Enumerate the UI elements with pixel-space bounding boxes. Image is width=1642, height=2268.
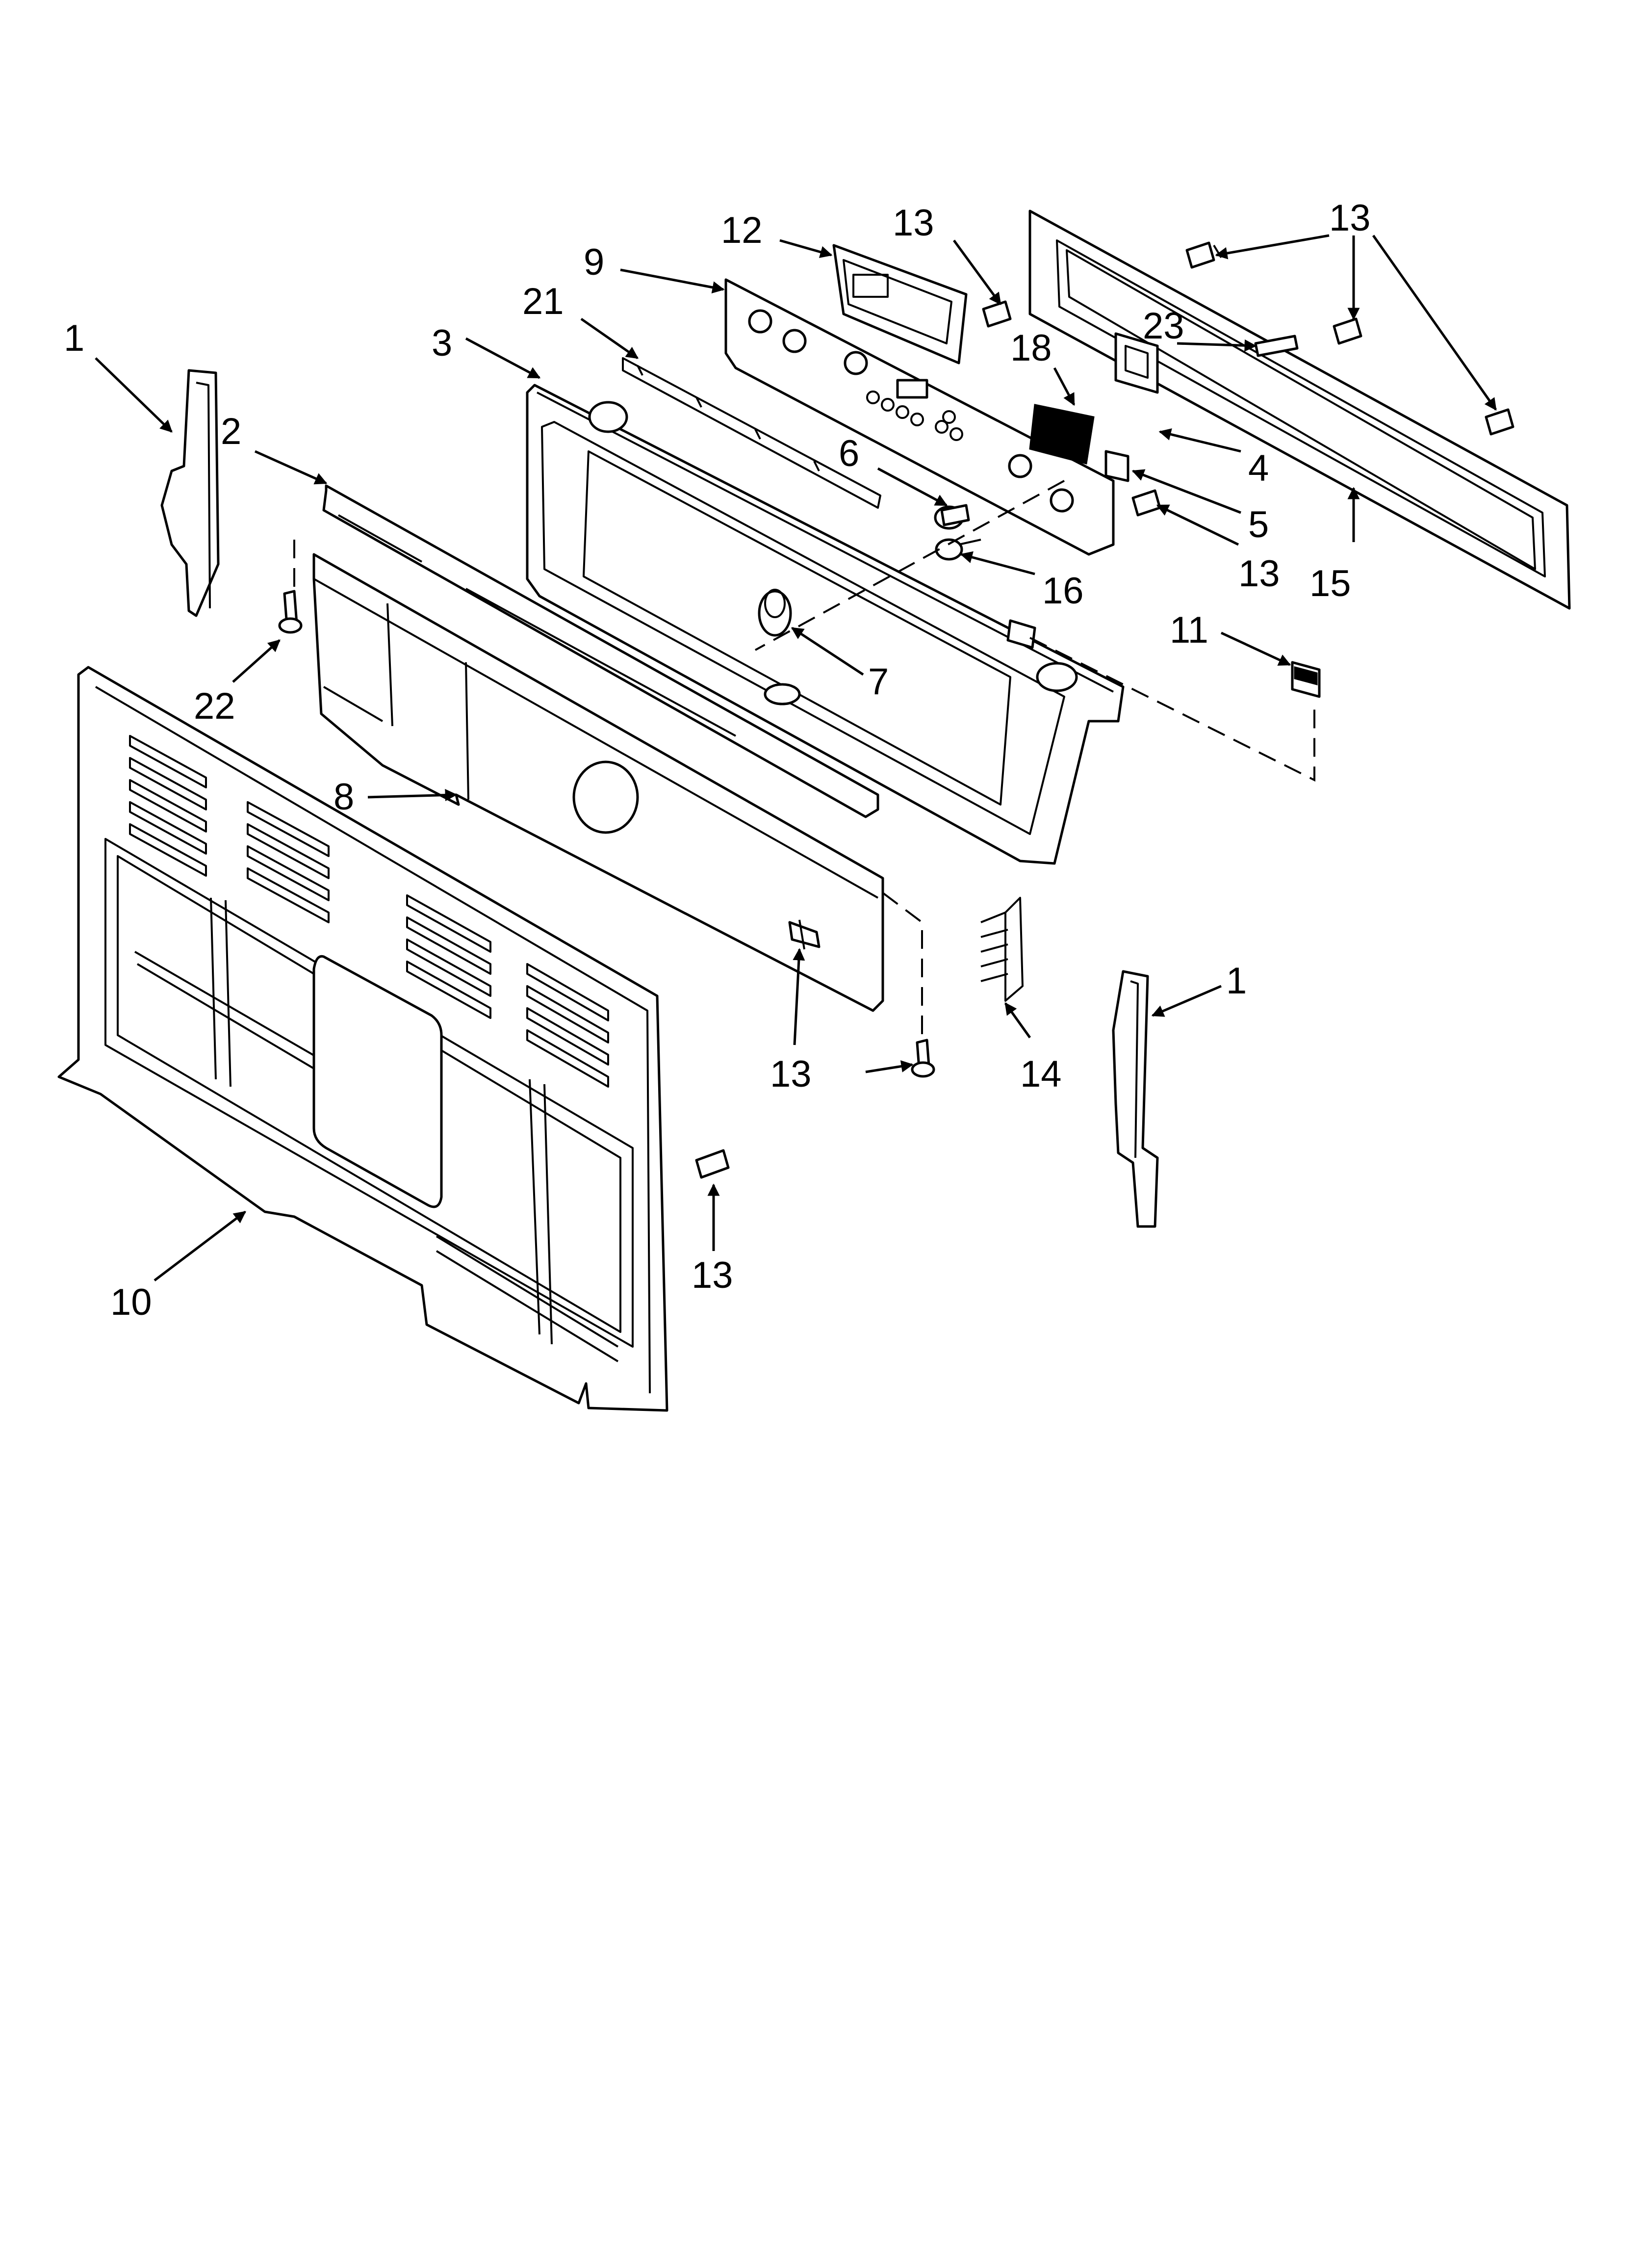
back-panel-10 xyxy=(57,666,668,1412)
callout-6: 6 xyxy=(839,433,859,474)
clip-23 xyxy=(1254,335,1299,357)
screw-13-top-2 xyxy=(1333,317,1362,345)
side-bracket-1-right xyxy=(1112,970,1159,1228)
callout-12: 12 xyxy=(721,209,763,251)
callout-16: 16 xyxy=(1042,570,1084,612)
callout-4: 4 xyxy=(1248,447,1269,489)
screw-13-board xyxy=(1131,489,1161,517)
callout-2: 2 xyxy=(221,411,241,452)
assembly-lines xyxy=(293,480,1315,1040)
callout-21: 21 xyxy=(522,281,564,322)
callout-13-panel: 13 xyxy=(893,202,934,244)
side-bracket-1-left xyxy=(160,369,220,617)
switch-4 xyxy=(1114,332,1159,394)
panel-board-9 xyxy=(724,278,1115,556)
trim-15 xyxy=(1028,209,1571,610)
callout-1-right: 1 xyxy=(1226,960,1247,1002)
screw-13-low xyxy=(911,1039,935,1078)
screw-13-mid xyxy=(788,919,821,950)
clock-display-12 xyxy=(832,244,968,365)
screw-16 xyxy=(935,538,981,561)
screw-22 xyxy=(278,590,303,634)
callout-5: 5 xyxy=(1248,504,1269,546)
callout-14: 14 xyxy=(1020,1053,1062,1095)
screw-13-top-3 xyxy=(1485,408,1514,436)
shaft-6 xyxy=(934,504,970,530)
control-panel-bracket-8 xyxy=(312,553,884,1012)
connector-5 xyxy=(1104,450,1129,482)
leader-lines xyxy=(95,234,1497,1281)
callout-23: 23 xyxy=(1143,305,1184,347)
callout-11: 11 xyxy=(1170,609,1208,651)
knob-7 xyxy=(758,589,792,637)
callout-10: 10 xyxy=(110,1281,152,1323)
callout-labels: 1 2 3 21 9 12 13 13 23 18 6 4 5 13 15 16… xyxy=(64,197,1371,1323)
harness-21 xyxy=(622,357,881,509)
callout-3: 3 xyxy=(432,322,452,364)
callout-13-top: 13 xyxy=(1329,197,1371,239)
callout-8: 8 xyxy=(334,776,354,818)
callout-7: 7 xyxy=(868,661,889,703)
callout-18: 18 xyxy=(1010,327,1052,369)
screw-13-top-1 xyxy=(1185,241,1222,269)
callout-15: 15 xyxy=(1309,563,1351,604)
switch-11 xyxy=(1291,661,1321,698)
screw-13-bottom xyxy=(695,1149,730,1179)
label-18 xyxy=(1029,404,1095,465)
callout-9: 9 xyxy=(584,241,604,283)
console-3 xyxy=(526,384,1125,865)
callout-13-bottom: 13 xyxy=(692,1254,733,1296)
bracket-2 xyxy=(322,484,879,818)
callout-22: 22 xyxy=(194,685,235,727)
clip-14 xyxy=(980,897,1024,1002)
callout-13-mid: 13 xyxy=(770,1053,812,1095)
callout-13-board: 13 xyxy=(1238,553,1280,595)
callout-1-left: 1 xyxy=(64,317,84,359)
screw-13-panel xyxy=(982,300,1012,328)
